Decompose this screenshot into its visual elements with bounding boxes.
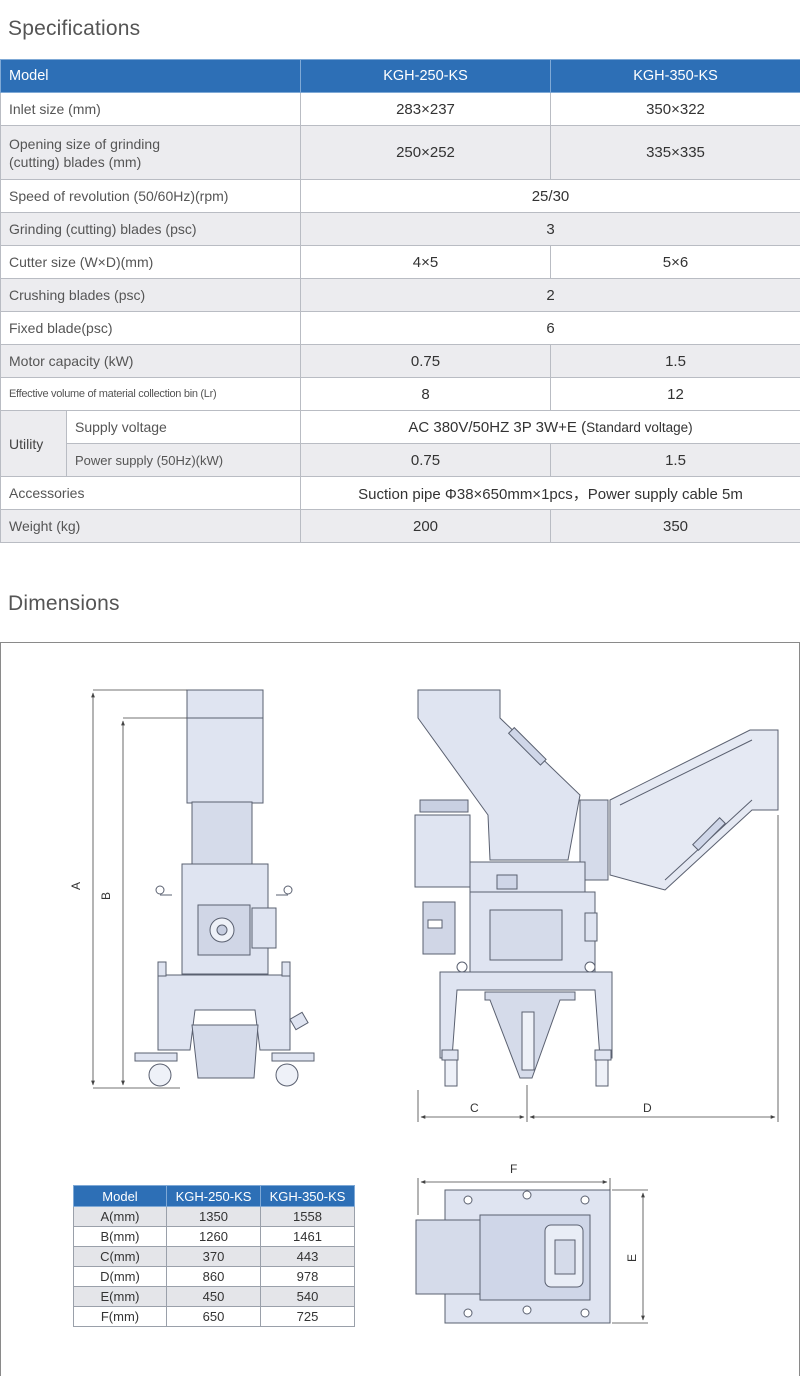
table-cell: E(mm)	[73, 1286, 167, 1307]
spec-row-fixed-blade: Fixed blade(psc) 6	[0, 311, 800, 345]
row-value: 0.75	[300, 443, 551, 477]
row-label: Speed of revolution (50/60Hz)(rpm)	[0, 179, 301, 213]
dim-label-d: D	[643, 1101, 652, 1115]
spec-row-accessories: Accessories Suction pipe Φ38×650mm×1pcs，…	[0, 476, 800, 510]
row-label: Fixed blade(psc)	[0, 311, 301, 345]
table-cell: 978	[260, 1266, 355, 1287]
row-value: 12	[550, 377, 800, 411]
table-row: A(mm) 1350 1558	[73, 1206, 355, 1227]
row-value: 1.5	[550, 344, 800, 378]
row-label: Cutter size (W×D)(mm)	[0, 245, 301, 279]
table-cell: 860	[166, 1266, 261, 1287]
top-view-drawing	[415, 1189, 611, 1324]
table-cell: 540	[260, 1286, 355, 1307]
dim-label-c: C	[470, 1101, 479, 1115]
spec-row-speed: Speed of revolution (50/60Hz)(rpm) 25/30	[0, 179, 800, 213]
dim-table-header: Model KGH-250-KS KGH-350-KS	[73, 1185, 355, 1207]
spec-row-crushing-blades: Crushing blades (psc) 2	[0, 278, 800, 312]
dim-label-a: A	[69, 882, 83, 890]
dimensions-table: Model KGH-250-KS KGH-350-KS A(mm) 1350 1…	[73, 1185, 355, 1327]
row-value: 4×5	[300, 245, 551, 279]
row-label: Accessories	[0, 476, 301, 510]
row-label: Crushing blades (psc)	[0, 278, 301, 312]
supply-voltage-note: Standard voltage)	[586, 419, 693, 435]
row-label: Weight (kg)	[0, 509, 301, 543]
row-value: 350	[550, 509, 800, 543]
side-view-drawing	[414, 689, 779, 1087]
table-cell: 450	[166, 1286, 261, 1307]
spec-row-grinding-blades: Grinding (cutting) blades (psc) 3	[0, 212, 800, 246]
dim-header-model-1: KGH-250-KS	[166, 1185, 261, 1207]
side-dimension-lines	[417, 815, 779, 1122]
row-label: Grinding (cutting) blades (psc)	[0, 212, 301, 246]
table-cell: 725	[260, 1306, 355, 1327]
row-value: 8	[300, 377, 551, 411]
row-value: 335×335	[550, 125, 800, 180]
row-value: 0.75	[300, 344, 551, 378]
row-label: Effective volume of material collection …	[0, 377, 301, 411]
table-row: D(mm) 860 978	[73, 1266, 355, 1287]
specifications-table: Model KGH-250-KS KGH-350-KS Inlet size (…	[0, 59, 800, 543]
table-cell: B(mm)	[73, 1226, 167, 1247]
row-value: 6	[300, 311, 800, 345]
table-cell: 1350	[166, 1206, 261, 1227]
supply-voltage-text: AC 380V/50HZ 3P 3W+E (	[408, 418, 587, 436]
front-dimension-lines	[91, 689, 187, 1089]
model-2-header: KGH-350-KS	[550, 59, 800, 93]
spec-row-weight: Weight (kg) 200 350	[0, 509, 800, 543]
power-supply-label: Power supply (50Hz)(kW)	[66, 443, 301, 477]
table-cell: F(mm)	[73, 1306, 167, 1327]
specifications-title: Specifications	[8, 17, 141, 40]
table-row: C(mm) 370 443	[73, 1246, 355, 1267]
spec-row-power-supply: Power supply (50Hz)(kW) 0.75 1.5	[1, 443, 800, 477]
row-label: Opening size of grinding (cutting) blade…	[0, 125, 301, 180]
table-cell: 443	[260, 1246, 355, 1267]
row-value: Suction pipe Φ38×650mm×1pcs，Power supply…	[300, 476, 800, 510]
top-dimension-lines	[417, 1178, 648, 1324]
dimensions-title: Dimensions	[8, 592, 120, 615]
spec-row-opening-size: Opening size of grinding (cutting) blade…	[0, 125, 800, 180]
spec-header-row: Model KGH-250-KS KGH-350-KS	[0, 59, 800, 93]
row-value: 3	[300, 212, 800, 246]
row-value: 250×252	[300, 125, 551, 180]
dim-label-f: F	[510, 1162, 517, 1176]
row-value: 25/30	[300, 179, 800, 213]
row-value: 1.5	[550, 443, 800, 477]
row-value: 200	[300, 509, 551, 543]
row-value: 2	[300, 278, 800, 312]
table-cell: C(mm)	[73, 1246, 167, 1267]
table-cell: 1461	[260, 1226, 355, 1247]
utility-label: Utility	[0, 410, 67, 477]
supply-voltage-label: Supply voltage	[66, 410, 301, 444]
spec-row-motor-capacity: Motor capacity (kW) 0.75 1.5	[0, 344, 800, 378]
table-row: F(mm) 650 725	[73, 1306, 355, 1327]
table-cell: D(mm)	[73, 1266, 167, 1287]
dim-label-e: E	[625, 1254, 639, 1262]
model-1-header: KGH-250-KS	[300, 59, 551, 93]
table-cell: 1558	[260, 1206, 355, 1227]
table-cell: 1260	[166, 1226, 261, 1247]
table-cell: 650	[166, 1306, 261, 1327]
spec-row-supply-voltage: Utility Supply voltage AC 380V/50HZ 3P 3…	[0, 410, 800, 477]
spec-row-bin-volume: Effective volume of material collection …	[0, 377, 800, 411]
dim-header-model-2: KGH-350-KS	[260, 1185, 355, 1207]
table-cell: 370	[166, 1246, 261, 1267]
dim-label-b: B	[99, 892, 113, 900]
table-cell: A(mm)	[73, 1206, 167, 1227]
front-view-drawing	[134, 689, 315, 1087]
table-row: E(mm) 450 540	[73, 1286, 355, 1307]
dim-header-model: Model	[73, 1185, 167, 1207]
table-row: B(mm) 1260 1461	[73, 1226, 355, 1247]
row-label: Inlet size (mm)	[0, 92, 301, 126]
row-value: 283×237	[300, 92, 551, 126]
